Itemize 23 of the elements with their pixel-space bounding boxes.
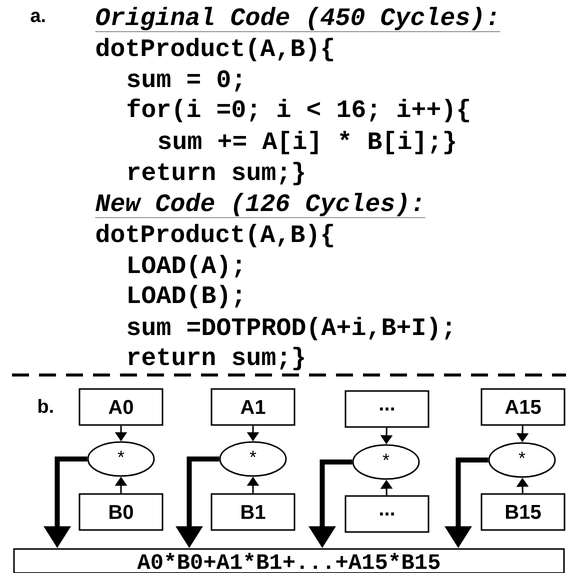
code-line: for(i =0; i < 16; i++){: [128, 98, 469, 122]
value-box: A1: [210, 388, 296, 426]
value-box: ...: [344, 390, 430, 428]
code-heading: Original Code (450 Cycles):: [95, 6, 500, 32]
sum-box: A0*B0+A1*B1+...+A15*B15: [13, 548, 565, 573]
code-line: LOAD(B);: [128, 284, 242, 308]
panel-label: b.: [38, 399, 53, 413]
code-heading: New Code (126 Cycles):: [95, 192, 426, 218]
value-box: B1: [210, 493, 296, 531]
code-line: dotProduct(A,B){: [96, 38, 333, 62]
code-line: return sum;}: [128, 346, 304, 370]
code-line: sum =DOTPROD(A+i,B+I);: [128, 316, 452, 340]
value-box: B0: [78, 493, 164, 531]
code-line: LOAD(A);: [128, 254, 242, 278]
code-line: dotProduct(A,B){: [96, 224, 333, 248]
code-line: return sum;}: [128, 162, 304, 186]
code-line: sum = 0;: [128, 70, 242, 92]
code-line: sum += A[i] * B[i];}: [158, 130, 455, 154]
value-box: B15: [480, 493, 566, 531]
value-box: A15: [480, 388, 566, 426]
panel-label: a.: [30, 12, 45, 22]
value-box: ...: [344, 495, 430, 533]
value-box: A0: [78, 388, 164, 426]
